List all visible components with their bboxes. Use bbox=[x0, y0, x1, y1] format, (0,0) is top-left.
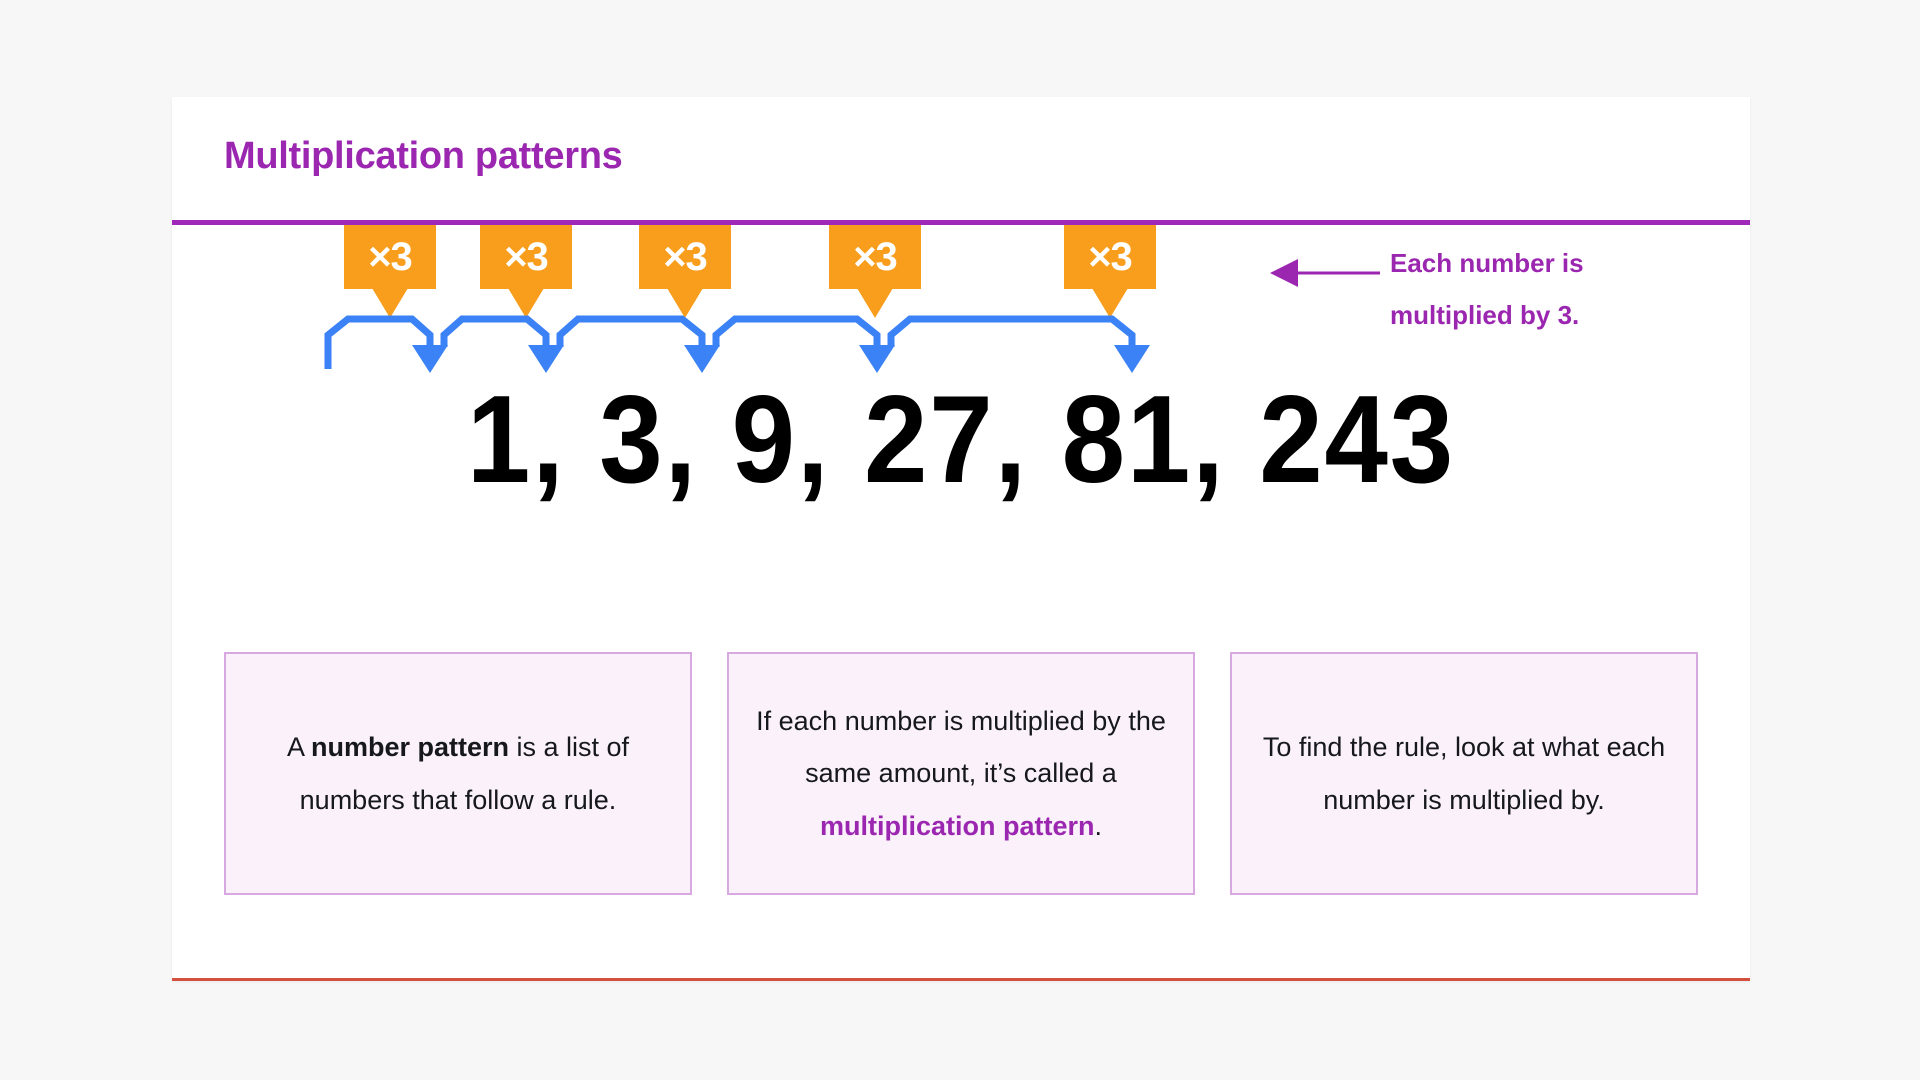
text-part: . bbox=[1094, 810, 1103, 841]
text-part: If each number is multiplied by the same… bbox=[756, 705, 1166, 789]
tag-pointer-icon bbox=[508, 288, 544, 318]
callout-line-2: multiplied by 3. bbox=[1390, 300, 1580, 330]
multiplier-tag-label: ×3 bbox=[368, 235, 413, 279]
number-sequence: 1, 3, 9, 27, 81, 243 bbox=[466, 371, 1456, 509]
info-box-number-pattern: A number pattern is a list of numbers th… bbox=[224, 652, 692, 895]
text-part: is a list of numbers that follow a rule. bbox=[299, 731, 630, 815]
text-part-keyword: multiplication pattern bbox=[819, 810, 1095, 841]
tag-pointer-icon bbox=[372, 288, 408, 318]
tag-pointer-icon bbox=[667, 288, 703, 318]
left-arrow-icon bbox=[1270, 259, 1380, 287]
multiplier-tag-5: ×3 bbox=[1064, 225, 1156, 318]
info-box-text: A number pattern is a list of numbers th… bbox=[248, 721, 668, 826]
page-title: Multiplication patterns bbox=[224, 135, 623, 177]
info-box-text: To find the rule, look at what each numb… bbox=[1254, 721, 1674, 826]
text-part: A bbox=[286, 731, 311, 762]
title-divider bbox=[172, 220, 1750, 225]
card-bottom-rule bbox=[172, 978, 1750, 981]
multiplier-tag-1: ×3 bbox=[344, 225, 436, 318]
pattern-diagram: ×3 ×3 ×3 ×3 bbox=[172, 225, 1750, 615]
multiplier-tag-3: ×3 bbox=[639, 225, 731, 318]
multiplier-tag-label: ×3 bbox=[663, 235, 708, 279]
lesson-card: Multiplication patterns ×3 ×3 ×3 bbox=[172, 97, 1750, 981]
multiplier-tag-label: ×3 bbox=[853, 235, 898, 279]
info-box-text: If each number is multiplied by the same… bbox=[751, 695, 1171, 853]
multiplier-tag-4: ×3 bbox=[829, 225, 921, 318]
multiplier-tag-label: ×3 bbox=[504, 235, 549, 279]
tag-pointer-icon bbox=[857, 288, 893, 318]
multiplier-tag-box: ×3 bbox=[829, 225, 921, 289]
arrowhead-group bbox=[412, 345, 1150, 373]
info-box-multiplication-pattern: If each number is multiplied by the same… bbox=[727, 652, 1195, 895]
tag-pointer-icon bbox=[1092, 288, 1128, 318]
multiplier-tag-box: ×3 bbox=[344, 225, 436, 289]
callout-line-1: Each number is bbox=[1390, 248, 1584, 278]
multiplier-tag-label: ×3 bbox=[1088, 235, 1133, 279]
text-part: To find the rule, look at what each numb… bbox=[1262, 731, 1666, 815]
text-part-bold: number pattern bbox=[310, 731, 509, 762]
info-box-row: A number pattern is a list of numbers th… bbox=[224, 652, 1698, 895]
multiplier-tag-box: ×3 bbox=[480, 225, 572, 289]
multiplier-tag-box: ×3 bbox=[1064, 225, 1156, 289]
info-box-find-the-rule: To find the rule, look at what each numb… bbox=[1230, 652, 1698, 895]
multiplier-tag-box: ×3 bbox=[639, 225, 731, 289]
connector-arrows bbox=[324, 315, 1150, 373]
multiplier-tag-2: ×3 bbox=[480, 225, 572, 318]
callout-text: Each number is multiplied by 3. bbox=[1390, 237, 1690, 341]
